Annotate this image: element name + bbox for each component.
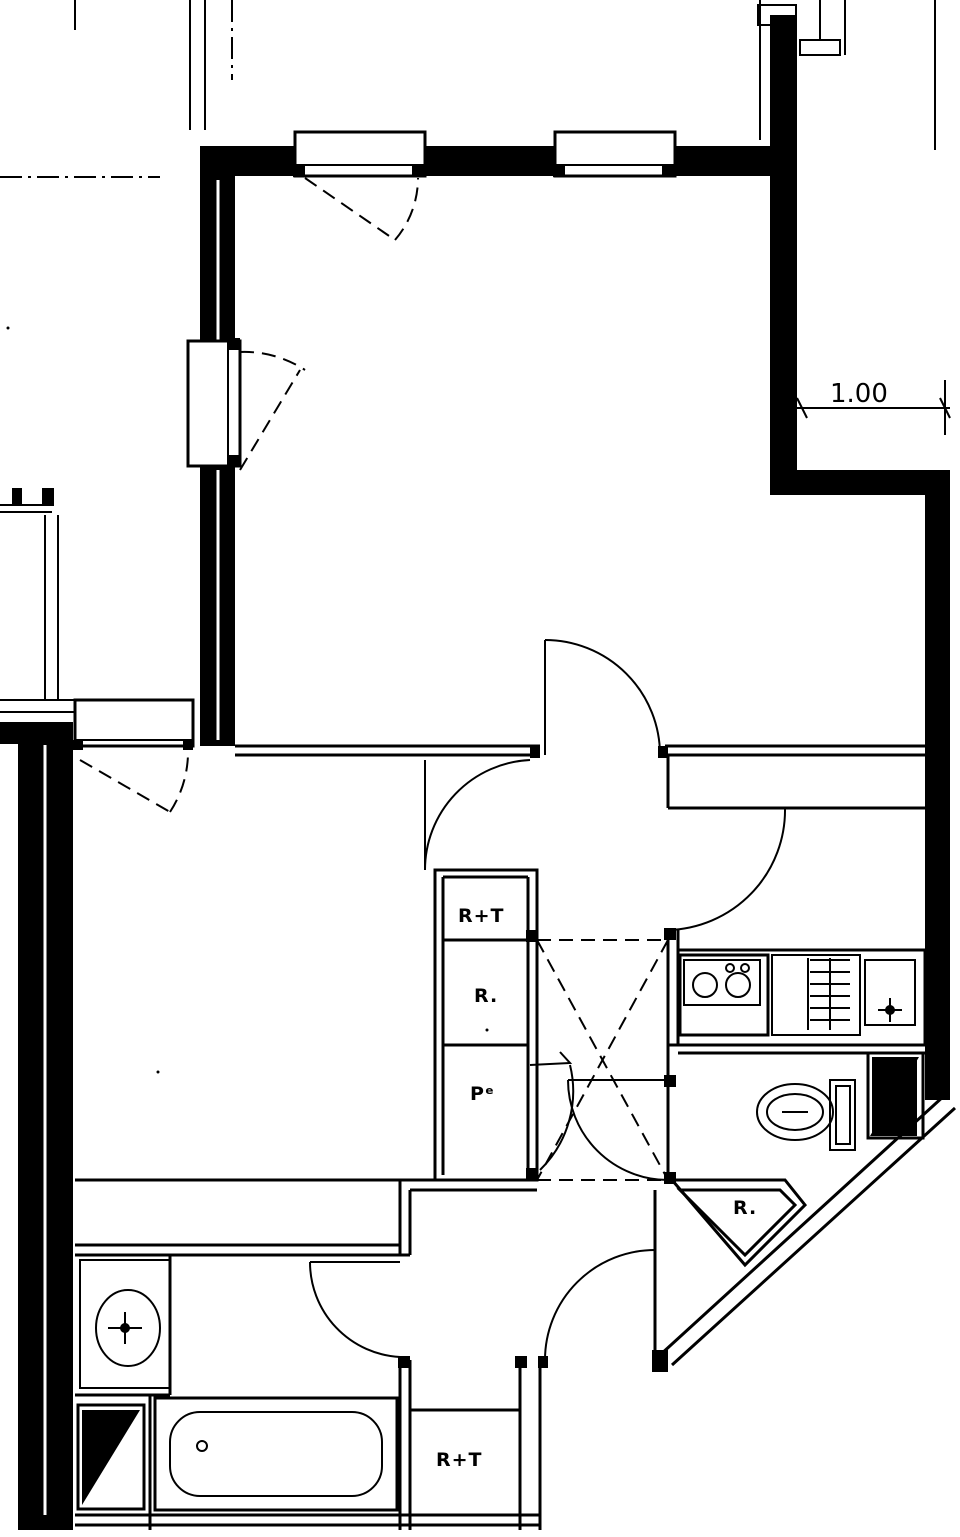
bathtub-icon bbox=[153, 1396, 399, 1512]
door-entry-left[interactable] bbox=[423, 759, 531, 871]
dimension-line: 1.00 bbox=[796, 379, 951, 435]
structural-walls bbox=[0, 15, 950, 1530]
door-kitchen[interactable] bbox=[667, 807, 787, 931]
kitchen-counter bbox=[676, 948, 927, 1047]
duct-icon-bathroom bbox=[76, 1403, 146, 1511]
left-fragment bbox=[0, 488, 75, 713]
cooktop-icon bbox=[678, 953, 770, 1037]
drainboard bbox=[771, 954, 861, 1036]
sink-icon bbox=[864, 959, 916, 1026]
door-lower-right[interactable] bbox=[544, 1249, 656, 1361]
closet-label-rt-upper: R+T bbox=[458, 905, 505, 927]
closet-label-placard: Pᵉ bbox=[470, 1083, 495, 1105]
door-bathroom[interactable] bbox=[308, 1261, 401, 1358]
duct-icon bbox=[866, 1051, 925, 1140]
door-wc[interactable] bbox=[567, 1079, 669, 1181]
top-left-fragments bbox=[0, 0, 233, 178]
window-top-left bbox=[293, 130, 427, 178]
door-living-main[interactable] bbox=[544, 639, 661, 756]
closet-label-r-lower: R. bbox=[733, 1197, 757, 1219]
closet-label-r-upper: R. bbox=[474, 985, 498, 1007]
window-left-wall bbox=[186, 338, 242, 468]
washbasin-icon bbox=[79, 1259, 171, 1389]
dimension-label: 1.00 bbox=[830, 379, 888, 409]
corridor-dashes bbox=[410, 939, 669, 1181]
window-swings bbox=[79, 177, 419, 813]
window-lower-left bbox=[73, 698, 195, 750]
toilet-icon bbox=[756, 1079, 856, 1151]
window-top-right bbox=[553, 130, 677, 178]
closet-label-rt-lower: R+T bbox=[436, 1449, 483, 1471]
